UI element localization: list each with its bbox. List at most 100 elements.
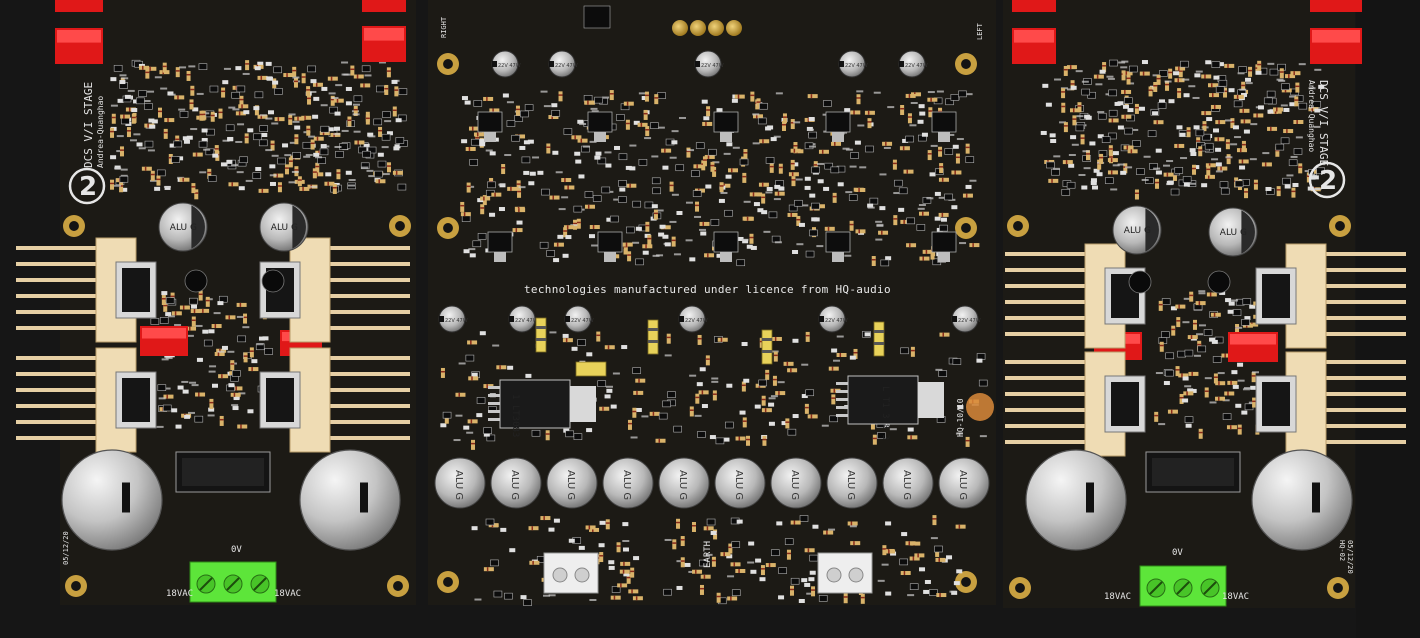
resistor-band bbox=[110, 182, 115, 185]
resistor-band bbox=[1241, 143, 1246, 146]
resistor bbox=[1174, 78, 1185, 83]
sot-package bbox=[360, 162, 370, 170]
resistor-band bbox=[1134, 192, 1139, 195]
resistor bbox=[719, 182, 724, 193]
silk-label bbox=[1262, 152, 1270, 155]
resistor-band bbox=[284, 167, 289, 169]
smd-pad bbox=[254, 66, 261, 71]
sot-package bbox=[768, 211, 778, 219]
smd-pad bbox=[220, 162, 227, 167]
dpak-regulator bbox=[931, 111, 957, 133]
resistor bbox=[910, 346, 915, 357]
resistor-band bbox=[123, 114, 125, 119]
resistor-band bbox=[486, 567, 489, 572]
heatsink-right-bottom-2 bbox=[1255, 351, 1406, 457]
resistor-band bbox=[689, 409, 694, 411]
smd-pad bbox=[619, 187, 626, 192]
sot-package bbox=[179, 111, 189, 118]
sot-package bbox=[573, 205, 583, 213]
silk-label bbox=[828, 528, 836, 531]
smd-pad bbox=[557, 234, 564, 239]
heatsink-fin bbox=[310, 326, 410, 330]
main-board bbox=[428, 0, 996, 605]
resistor bbox=[622, 242, 633, 247]
silk-label bbox=[1188, 182, 1196, 185]
smd-pad bbox=[1090, 178, 1097, 183]
resistor bbox=[1139, 71, 1150, 76]
resistor-band bbox=[1257, 63, 1262, 66]
resistor bbox=[1063, 122, 1068, 133]
sot-package bbox=[976, 353, 986, 360]
sot-package bbox=[710, 219, 720, 226]
silk-label bbox=[887, 106, 895, 109]
resistor bbox=[691, 521, 696, 532]
sot-package bbox=[1159, 70, 1168, 77]
resistor bbox=[175, 135, 180, 146]
resistor-band bbox=[810, 94, 813, 99]
sot-package bbox=[573, 433, 583, 440]
sot-package bbox=[1124, 127, 1133, 135]
silk-label bbox=[485, 149, 493, 152]
smd-pad bbox=[476, 413, 483, 418]
smd-pad bbox=[440, 423, 447, 428]
smd-pad bbox=[651, 204, 658, 209]
resistor bbox=[882, 545, 887, 556]
resistor-band bbox=[1204, 390, 1209, 392]
resistor-band bbox=[827, 226, 830, 231]
silk-label bbox=[689, 374, 697, 377]
resistor-band bbox=[466, 185, 471, 188]
sot-package bbox=[877, 432, 886, 439]
smd-pad bbox=[635, 407, 642, 412]
ic-pin bbox=[488, 410, 500, 413]
sot-package bbox=[1269, 68, 1279, 76]
resistor-band bbox=[394, 89, 399, 91]
sot-package bbox=[594, 96, 603, 104]
resistor bbox=[1214, 137, 1225, 142]
resistor-band bbox=[1198, 431, 1203, 434]
resistor-band bbox=[128, 107, 131, 112]
resistor-band bbox=[515, 228, 518, 233]
resistor-band bbox=[738, 568, 740, 573]
sot-package bbox=[583, 95, 593, 102]
resistor-band bbox=[1264, 162, 1267, 167]
resistor bbox=[244, 133, 249, 144]
resistor bbox=[1167, 409, 1178, 414]
sot-package bbox=[809, 554, 818, 562]
sot-package bbox=[759, 102, 768, 110]
resistor bbox=[775, 391, 786, 396]
resistor bbox=[892, 159, 897, 170]
resistor-band bbox=[286, 73, 288, 78]
dpak-tab bbox=[494, 252, 506, 262]
resistor bbox=[1183, 391, 1194, 396]
smd-pad bbox=[742, 239, 749, 244]
silk-label bbox=[671, 130, 679, 133]
silk-label bbox=[114, 184, 122, 187]
sot-package bbox=[252, 172, 262, 180]
resistor bbox=[969, 243, 980, 248]
smd-pad bbox=[1292, 182, 1299, 187]
resistor bbox=[1062, 160, 1073, 165]
fuse-band bbox=[648, 328, 658, 331]
sot-package bbox=[1051, 168, 1060, 176]
resistor-band bbox=[745, 438, 750, 441]
silk-label bbox=[673, 253, 681, 256]
silk-label bbox=[1249, 158, 1257, 161]
resistor-band bbox=[631, 589, 633, 594]
silk-label bbox=[1198, 324, 1206, 327]
smd-pad bbox=[269, 181, 276, 186]
silk-label bbox=[308, 135, 316, 138]
electrolytic-capacitor bbox=[546, 457, 598, 509]
screw-slot bbox=[253, 577, 267, 591]
resistor-band bbox=[1213, 312, 1216, 317]
sot-package bbox=[848, 194, 858, 201]
smd-pad bbox=[676, 210, 683, 215]
silk-label bbox=[154, 76, 162, 79]
mounting-hole-drill bbox=[69, 221, 79, 231]
resistor-band bbox=[885, 141, 887, 146]
left-vac-left: 18VAC bbox=[166, 589, 194, 599]
smd-pad bbox=[754, 404, 761, 409]
dpak-regulator bbox=[597, 231, 623, 253]
resistor bbox=[294, 116, 305, 121]
resistor-band bbox=[703, 574, 706, 579]
resistor bbox=[605, 519, 610, 530]
